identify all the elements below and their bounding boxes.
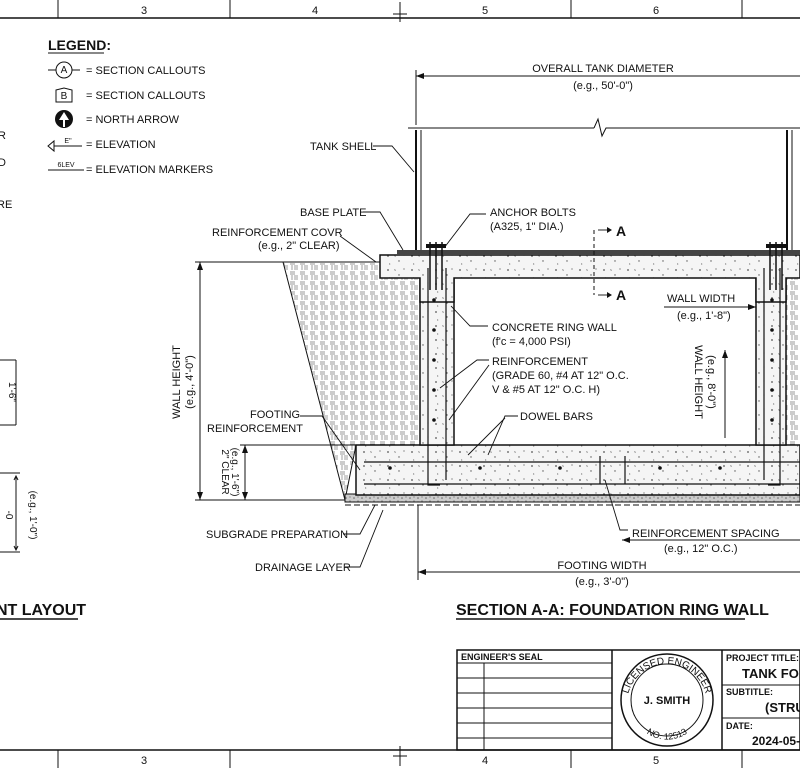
grid-label-bottom: 3 [141,755,147,767]
grid-label-bottom: 4 [482,755,488,767]
project-title-label: PROJECT TITLE: [726,653,799,663]
left-fragment-text: RE [0,199,12,211]
label-footing-width: FOOTING WIDTH [557,560,646,572]
section-callout-circle-icon [48,61,80,79]
date-value: 2024-05- [752,734,800,748]
subtitle: (STRU [765,700,800,715]
label-tank-shell: TANK SHELL [310,141,376,153]
north-arrow-icon [55,110,73,128]
left-dimension: 1'-6" [6,382,17,402]
label-wall-height-right: WALL HEIGHT [692,345,704,419]
engineer-stamp [620,653,714,747]
label-wall-height: WALL HEIGHT [171,345,183,419]
label-subgrade: SUBGRADE PREPARATION [206,529,348,541]
subtitle-label: SUBTITLE: [726,687,773,697]
reinf-spacing-dim [622,537,800,543]
wall-height-dim [195,261,345,501]
left-partial-view [0,359,20,553]
label-reinf-spacing-eg: (e.g., 12" O.C.) [664,543,738,555]
grid-label-top: 6 [653,5,659,17]
label-reinforcement-spec: V & #5 AT 12" O.C. H) [492,384,600,396]
label-anchor-bolts-spec: (A325, 1" DIA.) [490,221,564,233]
grid-label-top: 3 [141,5,147,17]
legend-item-text: = ELEVATION [86,139,156,151]
base-plate [397,250,800,255]
left-fragment-text: D [0,157,6,169]
overall-diameter-label: OVERALL TANK DIAMETER [532,63,674,75]
section-marker-a: A [616,287,626,303]
label-wall-height-eg: (e.g., 4'-0") [184,355,196,409]
label-ring-wall-strength: (f'c = 4,000 PSI) [492,336,571,348]
wall-height-dim-right [722,350,728,438]
legend-title: LEGEND: [48,37,111,53]
grid-label-bottom: 5 [653,755,659,767]
elevation-symbol-icon [47,139,82,153]
stamp-number: NO. 12513 [645,726,688,741]
left-view-title: NT LAYOUT [0,602,86,619]
legend-symbol-b: B [61,91,68,102]
label-reinf-cover-eg: (e.g., 2" CLEAR) [258,240,340,252]
left-dimension: (e.g., 1'-0") [27,491,38,540]
label-footing-reinf: FOOTING [250,409,300,421]
wall-width-dim [664,304,756,310]
label-wall-width-eg: (e.g., 1'-8") [677,310,731,322]
label-cover-dim: 2" CLEAR [219,449,230,494]
legend-item-text: = NORTH ARROW [86,114,180,126]
label-reinforcement: REINFORCEMENT [492,356,588,368]
concrete-footing [355,444,800,496]
label-cover-dim: (e.g., 1'-6") [229,448,240,497]
soil-backfill-right [783,262,800,445]
label-footing-width-eg: (e.g., 3'-0") [575,576,629,588]
legend-item-text: = SECTION CALLOUTS [86,65,206,77]
label-reinf-spacing: REINFORCEMENT SPACING [632,528,780,540]
legend-symbol-e: E" [64,138,72,145]
overall-diameter-example: (e.g., 50'-0") [573,80,633,92]
footing-width-dim [417,505,800,580]
label-anchor-bolts: ANCHOR BOLTS [490,207,576,219]
section-marker-a: A [616,223,626,239]
label-drainage: DRAINAGE LAYER [255,562,351,574]
overall-diameter-dim [408,70,800,138]
legend-symbol-a: A [61,65,68,76]
leader-lines [300,145,628,568]
grid-label-top: 5 [482,5,488,17]
label-wall-height-right-eg: (e.g., 8'-0") [705,355,717,409]
engineer-seal-header: ENGINEER'S SEAL [461,652,543,662]
cover-dim [240,444,356,500]
left-fragment-text: R [0,130,6,142]
section-callout-flag-icon [55,87,73,103]
label-base-plate: BASE PLATE [300,207,366,219]
stamp-name: J. SMITH [644,695,691,707]
label-reinf-cover: REINFORCEMENT COVR [212,227,343,239]
legend-item-text: = SECTION CALLOUTS [86,90,206,102]
top-slab [379,254,800,303]
reinforcement-bars [364,268,800,486]
stamp-licensed-text: LICENSED ENGINEER [621,656,714,695]
anchor-bolts [426,242,786,290]
grid-label-top: 4 [312,5,318,17]
label-footing-reinf: REINFORCEMENT [207,423,303,435]
legend-item-text: = ELEVATION MARKERS [86,164,213,176]
label-ring-wall: CONCRETE RING WALL [492,322,617,334]
label-dowel-bars: DOWEL BARS [520,411,593,423]
section-title: SECTION A-A: FOUNDATION RING WALL [456,602,769,619]
legend-symbol-elev: 6LEV [57,162,74,169]
title-block [456,649,800,751]
date-label: DATE: [726,721,753,731]
label-wall-width: WALL WIDTH [667,293,735,305]
left-dimension: -0 [3,511,14,520]
label-reinforcement-spec: (GRADE 60, #4 AT 12" O.C. [492,370,629,382]
project-title: TANK FOU [742,666,800,681]
